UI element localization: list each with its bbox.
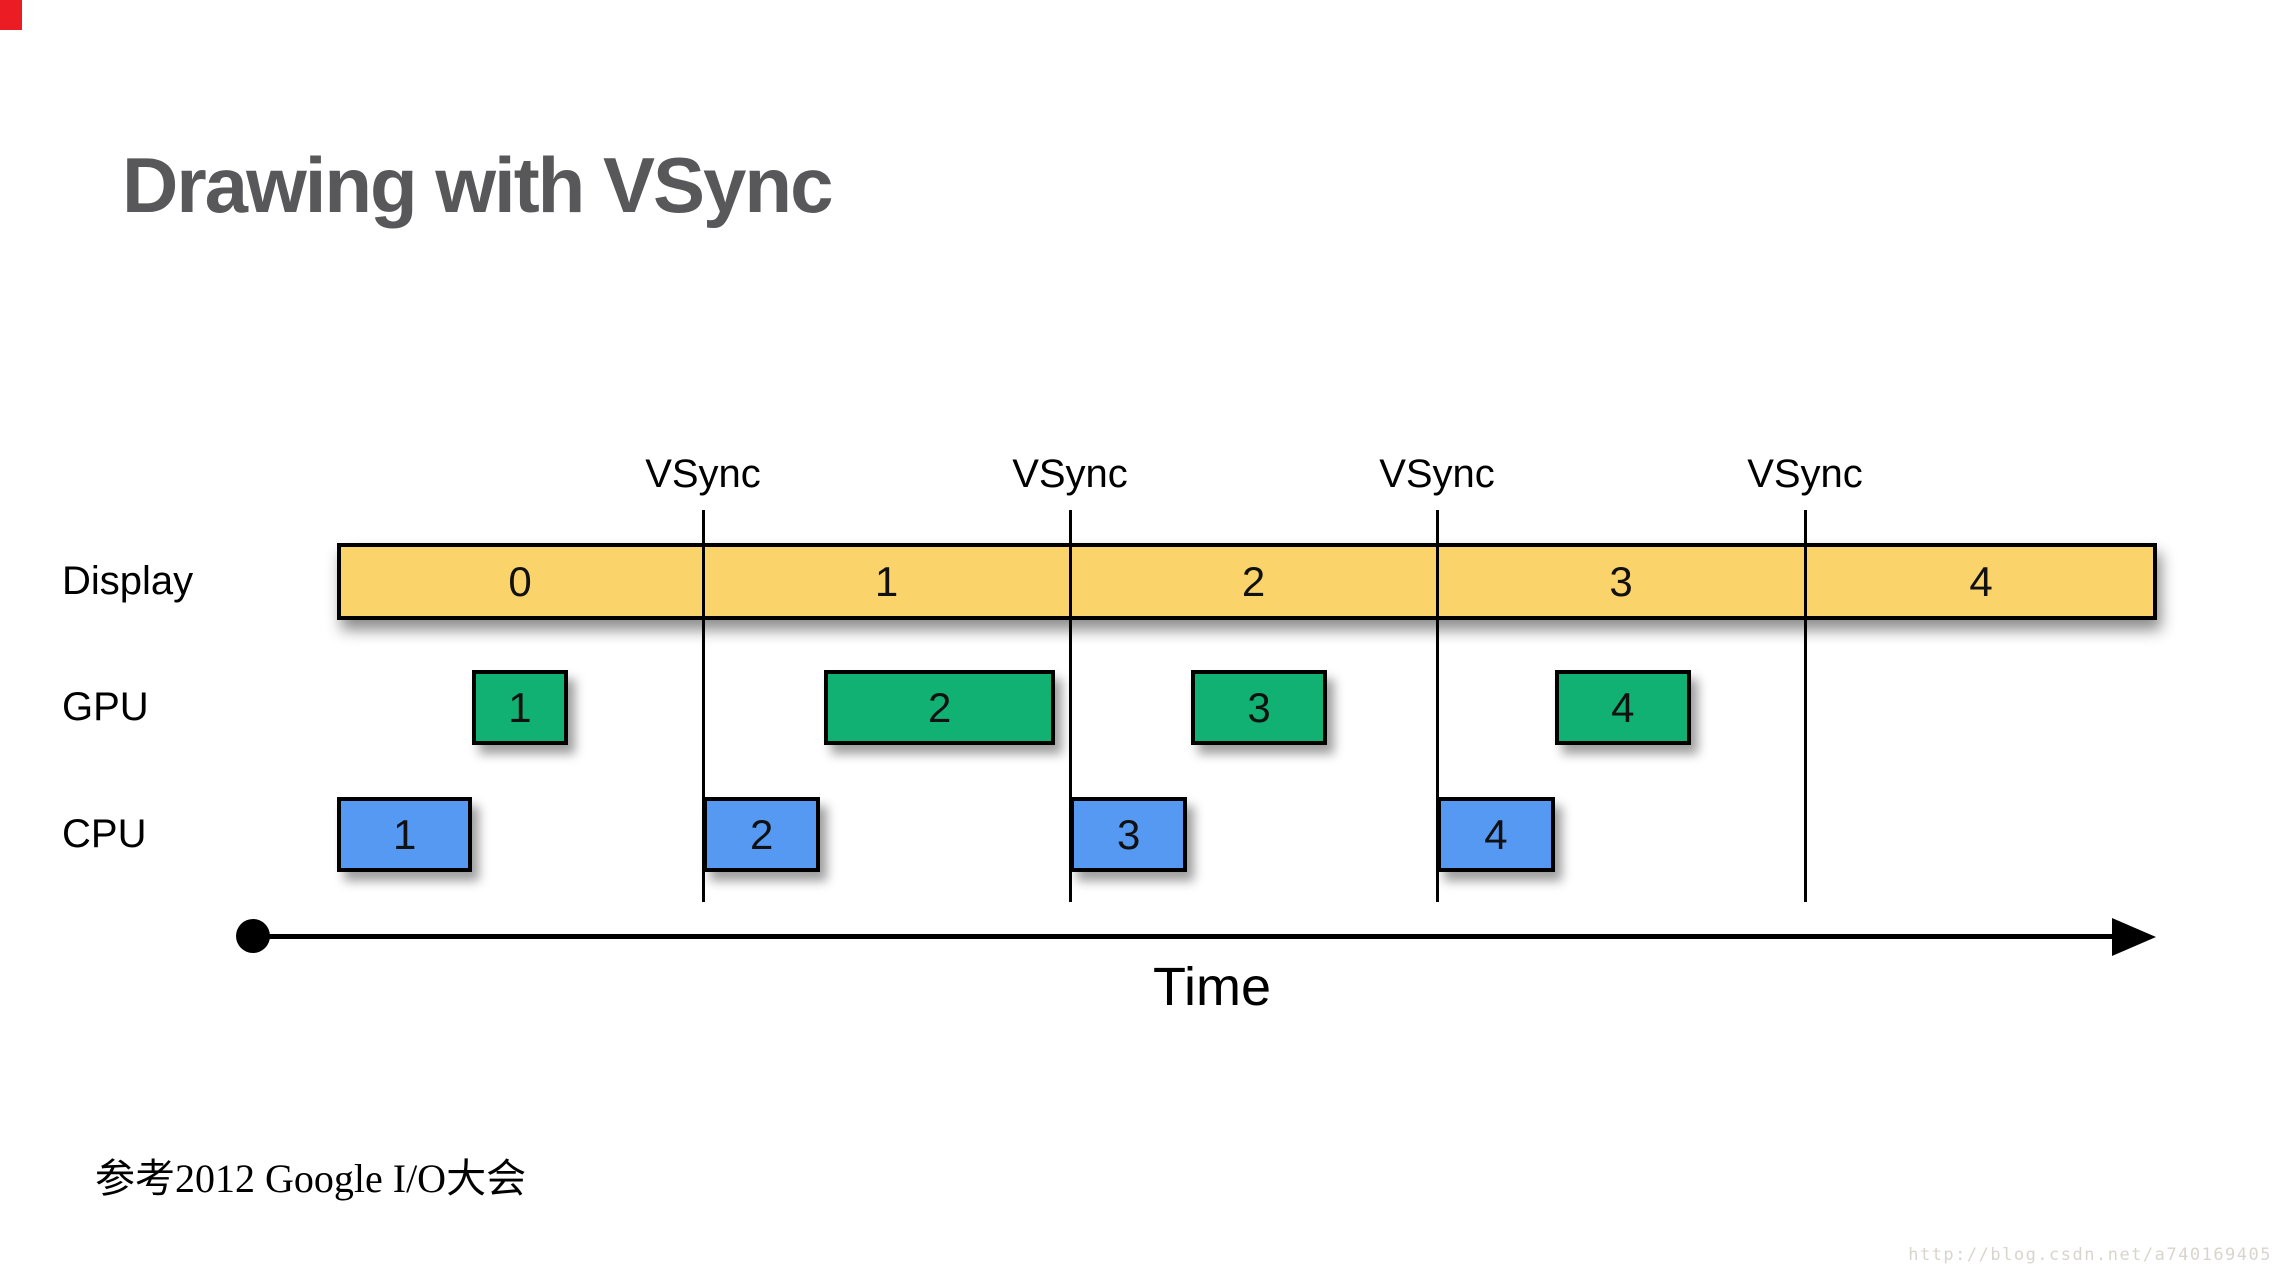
gpu-task-box: 4 [1554, 670, 1691, 745]
slide-title: Drawing with VSync [122, 141, 833, 230]
vsync-line [1435, 510, 1439, 902]
vsync-label: VSync [1012, 452, 1128, 496]
vsync-label: VSync [1379, 452, 1495, 496]
cpu-task-box: 4 [1437, 797, 1555, 872]
vsync-line [701, 510, 705, 902]
cpu-task-box: 1 [337, 797, 473, 872]
vsync-line [1803, 510, 1807, 902]
watermark-url: http://blog.csdn.net/a740169405 [1908, 1245, 2272, 1265]
cpu-task-box: 3 [1070, 797, 1188, 872]
gpu-task-box: 2 [824, 670, 1056, 745]
cpu-task-box: 2 [703, 797, 821, 872]
vsync-line [1068, 510, 1072, 902]
display-frame-segment: 3 [1609, 557, 1633, 605]
display-frame-segment: 1 [874, 557, 899, 605]
time-axis-line [253, 934, 2121, 939]
caption-reference: 参考2012 Google I/O大会 [95, 1156, 527, 1201]
vsync-label: VSync [1747, 452, 1863, 496]
row-label-gpu: GPU [62, 685, 149, 729]
timeline-arrowhead-icon [2112, 918, 2156, 956]
time-axis-label: Time [1153, 957, 1271, 1017]
corner-red-fragment [0, 0, 22, 30]
vsync-label: VSync [645, 452, 761, 496]
row-label-cpu: CPU [62, 812, 147, 856]
display-frame-segment: 4 [1969, 557, 1993, 605]
gpu-task-box: 3 [1191, 670, 1327, 745]
display-frame-segment: 0 [508, 557, 532, 605]
display-bar [337, 543, 2157, 620]
timeline-start-dot [236, 919, 270, 953]
display-frame-segment: 2 [1241, 557, 1266, 605]
gpu-task-box: 1 [472, 670, 568, 745]
row-label-display: Display [62, 559, 194, 603]
